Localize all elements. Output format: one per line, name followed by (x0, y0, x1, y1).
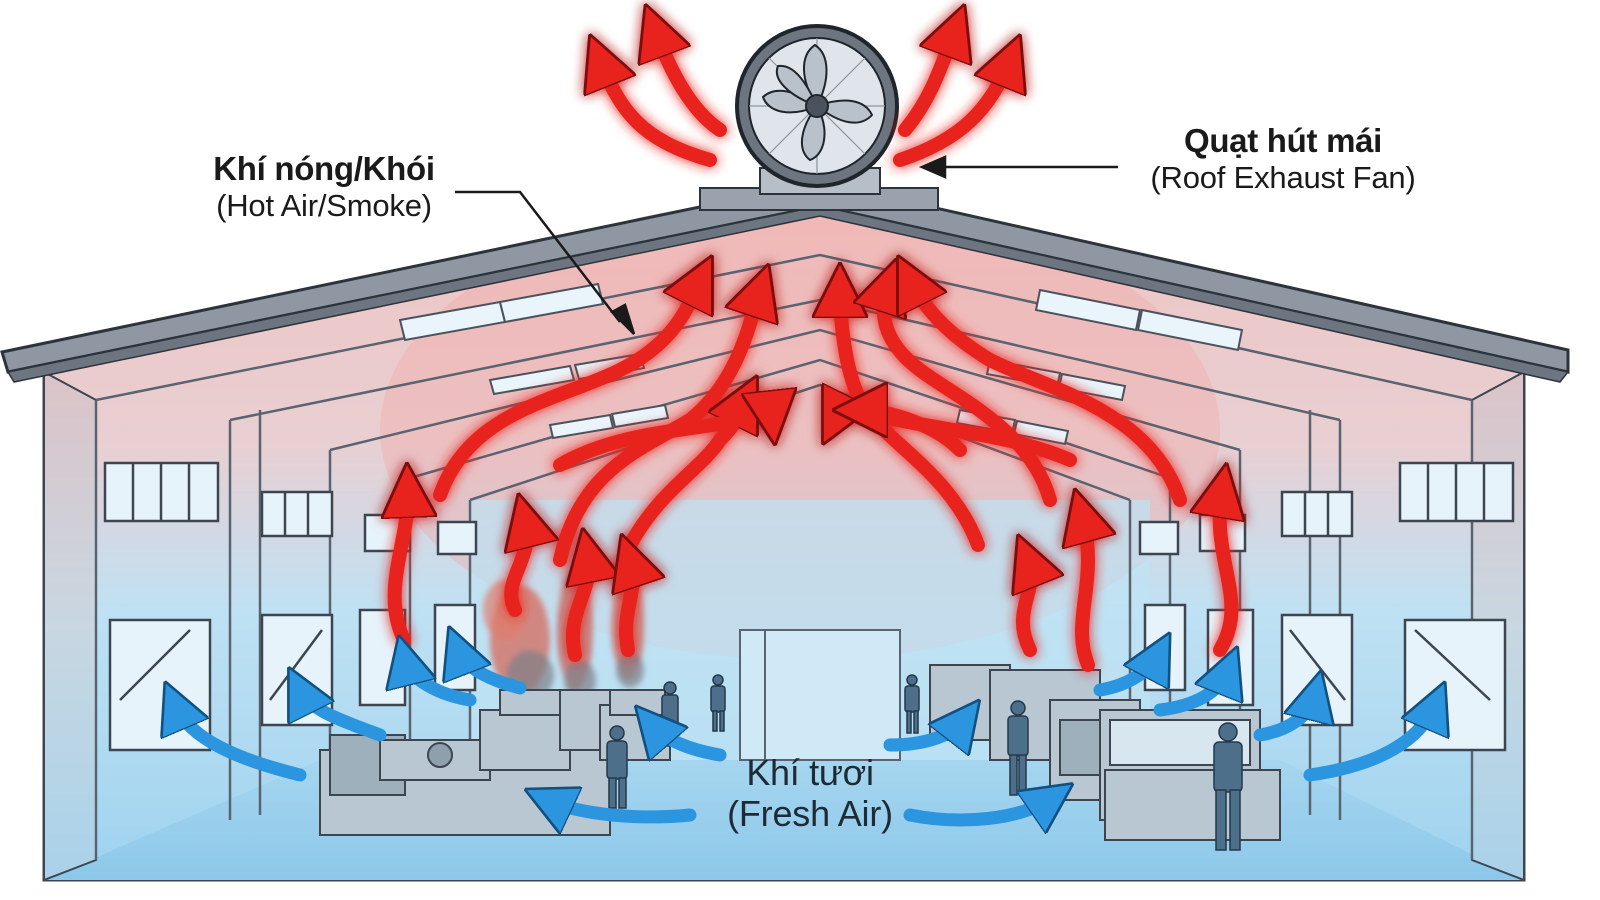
hot-air-label-vi: Khí nóng/Khói (213, 150, 435, 187)
windows-left (103, 461, 478, 752)
fresh-air-label-vi: Khí tươi (746, 752, 874, 793)
fresh-air-label: Khí tươi (Fresh Air) (710, 752, 910, 835)
fresh-air-label-en: (Fresh Air) (727, 793, 893, 835)
roof-fan-label-vi: Quạt hút mái (1183, 122, 1383, 159)
skylight-left (398, 282, 670, 440)
roof-fan-label-en: (Roof Exhaust Fan) (1150, 159, 1416, 195)
label-leader-lines (455, 155, 1118, 335)
hot-air-label: Khí nóng/Khói (Hot Air/Smoke) (188, 150, 460, 224)
roof-fan-label: Quạt hút mái (Roof Exhaust Fan) (1128, 122, 1438, 196)
worker-icon (606, 674, 1243, 851)
hot-air-label-en: (Hot Air/Smoke) (216, 187, 432, 223)
roof-exhaust-fan-icon (735, 24, 899, 188)
hot-air-arrows (395, 30, 1232, 672)
fresh-air-arrows (175, 650, 1435, 820)
